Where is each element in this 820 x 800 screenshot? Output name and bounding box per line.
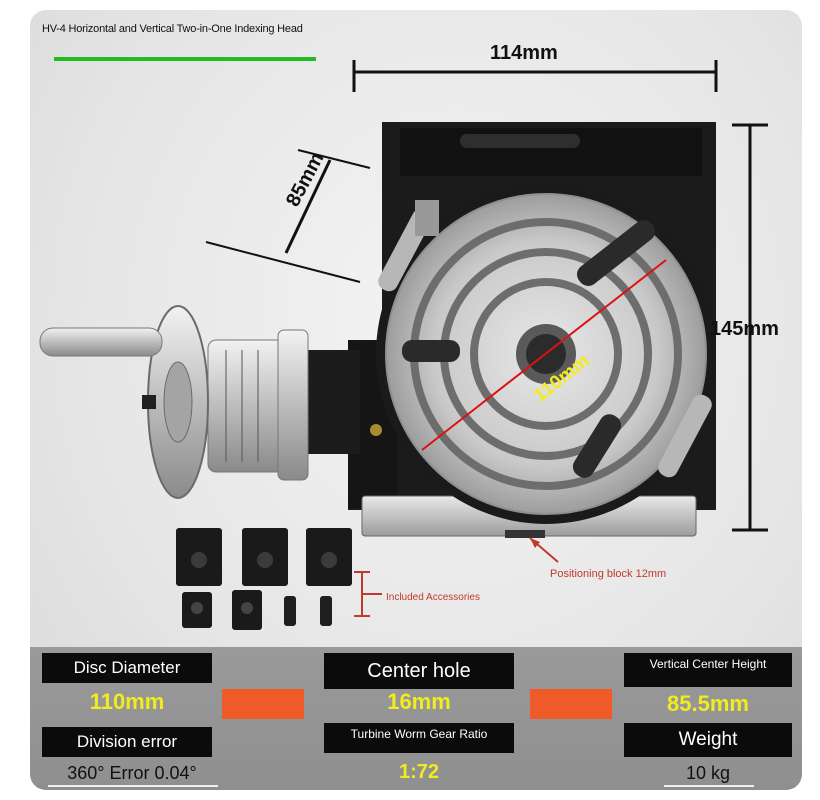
dimension-width-label: 114mm [490,42,558,64]
weight-underline [664,785,754,787]
worm-gear-ratio-value: 1:72 [398,761,440,783]
indexing-head-illustration [39,60,768,630]
product-title: HV-4 Horizontal and Vertical Two-in-One … [42,23,303,35]
weight-value: 10 kg [685,763,731,783]
positioning-block-arrow [529,537,559,563]
positioning-block-label: Positioning block 12mm [550,568,667,580]
spec-panel: Disc Diameter 110mm Center hole 16mm Ver… [30,647,802,790]
center-hole-value: 16mm [387,689,451,714]
division-error-value: 360° Error 0.04° [67,763,197,783]
center-hole-heading: Center hole [324,653,514,689]
worm-gear-ratio-heading: Turbine Worm Gear Ratio [324,723,514,753]
vertical-center-height-heading: Vertical Center Height [624,653,792,687]
dimension-width [352,60,718,92]
clamp-handles [378,200,712,478]
title-underline [54,57,316,61]
dimension-diagonal [205,149,371,283]
orange-divider-left [222,689,304,719]
handwheel-assembly [39,305,360,499]
dimension-height-label: 145mm [710,318,779,340]
product-image-frame: HV-4 Horizontal and Vertical Two-in-One … [30,10,802,790]
orange-divider-right [530,689,612,719]
division-error-heading: Division error [42,727,212,757]
disc-diameter-value: 110mm [89,689,165,714]
rotary-disc [376,184,716,524]
division-error-underline [48,785,218,787]
weight-heading: Weight [624,723,792,757]
accessories [176,528,382,630]
disc-diameter-heading: Disc Diameter [42,653,212,683]
included-accessories-label: Included Accessories [386,592,480,603]
dimension-height [732,123,768,532]
vertical-center-height-value: 85.5mm [667,691,749,716]
